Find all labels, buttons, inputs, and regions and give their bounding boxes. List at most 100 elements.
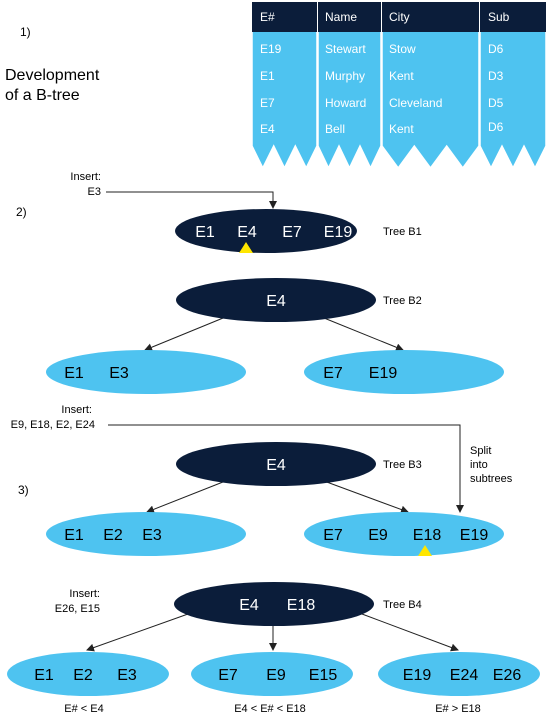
node-key: E18 [287, 597, 316, 614]
title-line-2: of a B-tree [5, 87, 80, 104]
tree-node [191, 652, 353, 696]
split-label: Split [470, 445, 491, 457]
node-key: E3 [109, 365, 129, 382]
insert-keys: E3 [88, 186, 101, 198]
node-key: E4 [239, 597, 259, 614]
node-key: E19 [369, 365, 398, 382]
range-condition: E# > E18 [435, 703, 481, 715]
table-cell: E4 [260, 122, 275, 136]
table-cell: Howard [325, 96, 366, 110]
table-cell: Cleveland [389, 96, 442, 110]
insert-keys: E9, E18, E2, E24 [11, 419, 95, 431]
node-key: E4 [237, 224, 257, 241]
tree-edge [146, 479, 229, 514]
node-key: E2 [73, 667, 93, 684]
tree-node [46, 350, 246, 394]
step-1-label: 1) [20, 25, 31, 39]
tree-name: Tree B2 [383, 295, 422, 307]
insert-label: Insert: [70, 171, 101, 183]
tree-node [378, 652, 540, 696]
table-cell: D3 [488, 69, 504, 83]
node-key: E1 [195, 224, 215, 241]
tree-name: Tree B4 [383, 599, 422, 611]
node-key: E24 [450, 667, 479, 684]
node-key: E4 [266, 457, 286, 474]
table-col-1 [251, 1, 318, 170]
tree-edge [361, 613, 459, 652]
tree-edge [86, 613, 189, 652]
table-cell: Bell [325, 122, 345, 136]
tree-edge [323, 317, 404, 352]
tree-node [304, 512, 504, 556]
node-key: E19 [460, 527, 489, 544]
insert-position-marker [418, 545, 432, 556]
table-header: City [389, 10, 410, 24]
table-cell: Kent [389, 69, 414, 83]
title-line-1: Development [5, 67, 100, 84]
step-3-label: 3) [18, 483, 29, 497]
tree-edge [323, 480, 409, 514]
tree-node [304, 350, 504, 394]
tree-b4: E4 E18 Tree B4 E1 E2 E3 E7 E9 E15 E19 E2… [7, 582, 540, 715]
tree-name: Tree B3 [383, 459, 422, 471]
table-header-bg [382, 2, 479, 32]
table-cell: D6 [488, 42, 504, 56]
table-col-3 [381, 1, 480, 170]
employee-table: E# Name City Sub E19 Stewart Stow D6 E1 … [251, 1, 547, 170]
table-col-4 [479, 1, 547, 170]
insert-keys: E26, E15 [55, 603, 100, 615]
table-cell: E1 [260, 69, 275, 83]
insert-label: Insert: [61, 404, 92, 416]
step-2-label: 2) [16, 205, 27, 219]
node-key: E19 [324, 224, 353, 241]
table-header: E# [260, 10, 275, 24]
table-col-2 [317, 1, 382, 170]
tree-name: Tree B1 [383, 226, 422, 238]
node-key: E1 [64, 365, 84, 382]
node-key: E7 [323, 365, 343, 382]
table-cell: E7 [260, 96, 275, 110]
node-key: E18 [413, 527, 442, 544]
node-key: E1 [34, 667, 54, 684]
tree-node [174, 582, 374, 626]
node-key: E9 [368, 527, 388, 544]
insert-arrow [106, 191, 277, 209]
tree-node [176, 278, 376, 322]
table-cell: D5 [488, 96, 504, 110]
table-header: Sub [488, 10, 510, 24]
tree-node [7, 652, 169, 696]
tree-node [175, 209, 357, 253]
node-key: E19 [403, 667, 432, 684]
tree-b3: E4 E1 E2 E3 E7 E9 E18 E19 Tree B3 [46, 442, 504, 556]
range-condition: E4 < E# < E18 [234, 703, 306, 715]
tree-b2: E4 E1 E3 E7 E19 Tree B2 [46, 278, 504, 394]
tree-edge [144, 315, 229, 352]
node-key: E15 [309, 667, 338, 684]
node-key: E3 [117, 667, 137, 684]
table-header-bg [318, 2, 381, 32]
node-key: E7 [218, 667, 238, 684]
node-key: E7 [323, 527, 343, 544]
range-condition: E# < E4 [64, 703, 103, 715]
table-cell: Murphy [325, 69, 365, 83]
table-cell: E19 [260, 42, 282, 56]
insert-label: Insert: [69, 588, 100, 600]
table-header-bg [252, 2, 317, 32]
insert-position-marker [239, 242, 253, 253]
table-cell: Stewart [325, 42, 366, 56]
node-key: E2 [103, 527, 123, 544]
node-key: E26 [493, 667, 522, 684]
split-label: subtrees [470, 473, 513, 485]
node-key: E3 [142, 527, 162, 544]
table-cell: D6 [488, 120, 504, 134]
node-key: E4 [266, 293, 286, 310]
tree-b1: E1 E4 E7 E19 Tree B1 [175, 209, 422, 253]
insert-arrow [108, 424, 464, 513]
table-header: Name [325, 10, 357, 24]
tree-node [46, 512, 246, 556]
tree-node [176, 442, 376, 486]
node-key: E9 [266, 667, 286, 684]
table-cell: Kent [389, 122, 414, 136]
table-header-bg [480, 2, 546, 32]
